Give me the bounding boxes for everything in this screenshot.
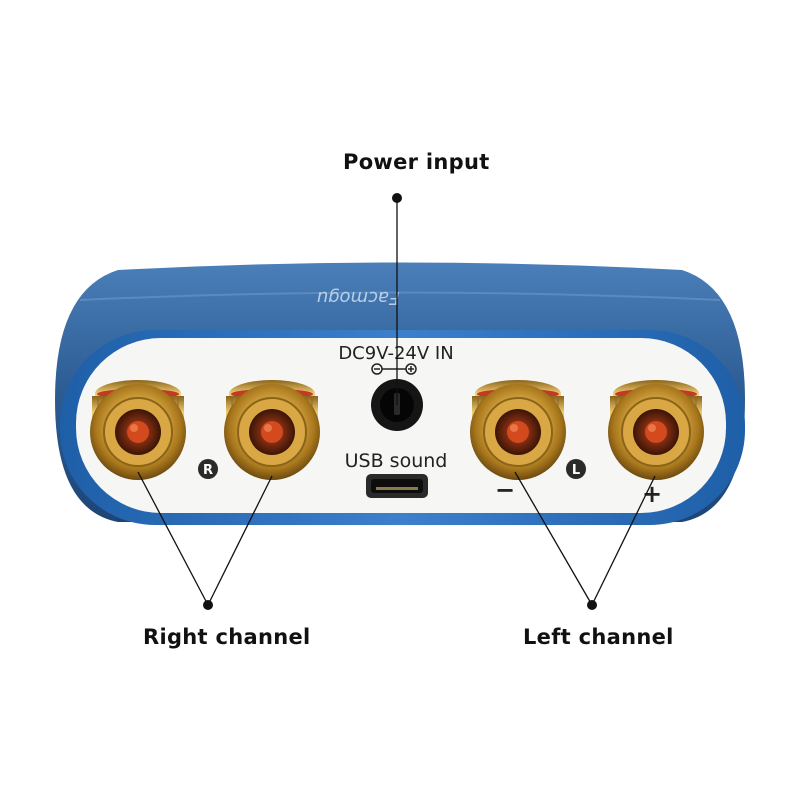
power-input-callout: Power input <box>343 150 490 174</box>
usb-port[interactable] <box>366 474 428 498</box>
left-binding-post-2[interactable] <box>608 380 704 480</box>
svg-text:L: L <box>572 463 580 478</box>
brand-logo: Facmogu <box>317 287 400 308</box>
left-channel-callout: Left channel <box>523 625 674 649</box>
left-leader-line-1 <box>514 471 593 606</box>
left-binding-post-1[interactable] <box>470 380 566 480</box>
right-leader-dot <box>203 600 213 610</box>
right-leader-line-1 <box>137 471 209 606</box>
svg-text:Facmogu: Facmogu <box>317 287 400 308</box>
polarity-symbol-icon <box>371 363 417 375</box>
svg-text:R: R <box>203 463 213 478</box>
leader-lines <box>137 198 656 606</box>
power-leader-dot <box>392 193 402 203</box>
usb-sound-label: USB sound <box>345 450 448 472</box>
right-binding-post-2[interactable] <box>224 380 320 480</box>
right-leader-line-2 <box>207 475 273 606</box>
minus-marker: − <box>495 476 515 504</box>
right-binding-post-1[interactable] <box>90 380 186 480</box>
left-channel-marker: L <box>566 459 586 479</box>
power-rating-label: DC9V-24V IN <box>338 343 453 364</box>
left-leader-line-2 <box>591 475 656 606</box>
left-leader-dot <box>587 600 597 610</box>
right-channel-marker: R <box>198 459 218 479</box>
plus-marker: + <box>642 480 662 508</box>
right-channel-callout: Right channel <box>143 625 311 649</box>
